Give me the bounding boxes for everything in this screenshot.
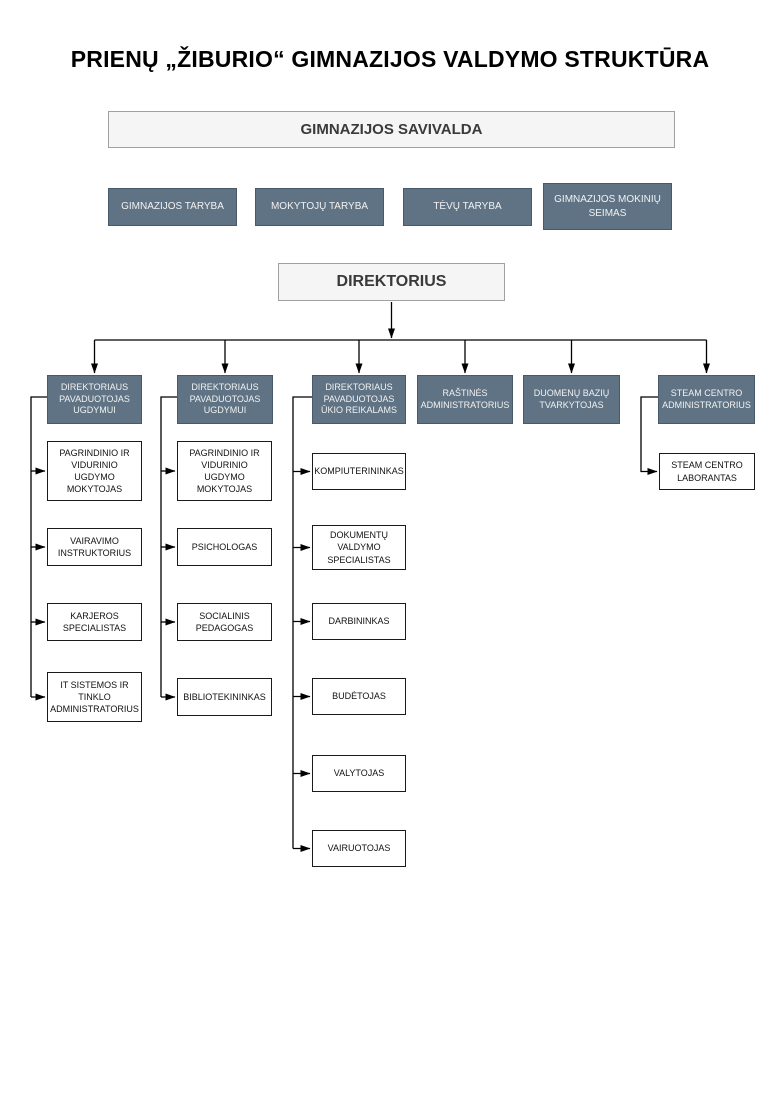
node-gimnazijos-mokiniu-seimas: GIMNAZIJOS MOKINIŲ SEIMAS <box>543 183 672 230</box>
node-pavaduotojas-ukio-reikalams: DIREKTORIAUS PAVADUOTOJAS ŪKIO REIKALAMS <box>312 375 406 424</box>
node-duomenu-baziu-tvarkytojas: DUOMENŲ BAZIŲ TVARKYTOJAS <box>523 375 620 424</box>
node-pavaduotojas-ugdymui-2: DIREKTORIAUS PAVADUOTOJAS UGDYMUI <box>177 375 273 424</box>
node-bibliotekininkas: BIBLIOTEKININKAS <box>177 678 272 716</box>
node-valytojas: VALYTOJAS <box>312 755 406 792</box>
node-rastines-administratorius: RAŠTINĖS ADMINISTRATORIUS <box>417 375 513 424</box>
page-title: PRIENŲ „ŽIBURIO“ GIMNAZIJOS VALDYMO STRU… <box>70 46 710 72</box>
node-darbininkas: DARBININKAS <box>312 603 406 640</box>
node-socialinis-pedagogas: SOCIALINIS PEDAGOGAS <box>177 603 272 641</box>
node-ugdymo-mokytojas-2: PAGRINDINIO IR VIDURINIO UGDYMO MOKYTOJA… <box>177 441 272 501</box>
node-dokumentu-valdymo-specialistas: DOKUMENTŲ VALDYMO SPECIALISTAS <box>312 525 406 570</box>
node-kompiuterininkas: KOMPIUTERININKAS <box>312 453 406 490</box>
node-vairavimo-instruktorius: VAIRAVIMO INSTRUKTORIUS <box>47 528 142 566</box>
node-gimnazijos-savivalda: GIMNAZIJOS SAVIVALDA <box>108 111 675 148</box>
node-steam-centro-administratorius: STEAM CENTRO ADMINISTRATORIUS <box>658 375 755 424</box>
node-direktorius: DIREKTORIUS <box>278 263 505 301</box>
node-steam-centro-laborantas: STEAM CENTRO LABORANTAS <box>659 453 755 490</box>
node-gimnazijos-taryba: GIMNAZIJOS TARYBA <box>108 188 237 226</box>
node-pavaduotojas-ugdymui-1: DIREKTORIAUS PAVADUOTOJAS UGDYMUI <box>47 375 142 424</box>
node-psichologas: PSICHOLOGAS <box>177 528 272 566</box>
node-tevu-taryba: TĖVŲ TARYBA <box>403 188 532 226</box>
node-vairuotojas: VAIRUOTOJAS <box>312 830 406 867</box>
node-budetojas: BUDĖTOJAS <box>312 678 406 715</box>
node-mokytoju-taryba: MOKYTOJŲ TARYBA <box>255 188 384 226</box>
node-karjeros-specialistas: KARJEROS SPECIALISTAS <box>47 603 142 641</box>
node-it-sistemos-administratorius: IT SISTEMOS IR TINKLO ADMINISTRATORIUS <box>47 672 142 722</box>
node-ugdymo-mokytojas-1: PAGRINDINIO IR VIDURINIO UGDYMO MOKYTOJA… <box>47 441 142 501</box>
